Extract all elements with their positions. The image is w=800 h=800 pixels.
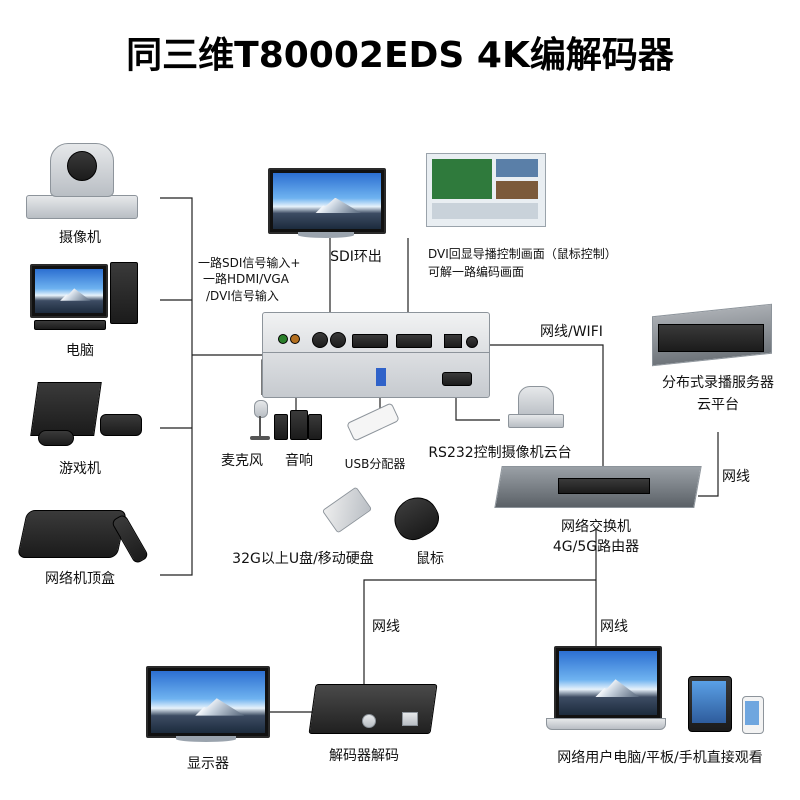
display-monitor-device xyxy=(146,666,270,744)
switch-label-line2: 4G/5G路由器 xyxy=(552,539,640,555)
ptz-camera-device xyxy=(502,384,566,434)
pc-device xyxy=(24,262,144,332)
mouse-label: 鼠标 xyxy=(416,551,444,567)
set-top-box-device xyxy=(16,500,160,565)
switch-label-line1: 网络交换机 xyxy=(561,519,631,535)
network-switch-device xyxy=(494,466,702,510)
sdi-loop-label: SDI环出 xyxy=(330,249,382,265)
display-label: 显示器 xyxy=(187,756,229,772)
game-console-label: 游戏机 xyxy=(59,461,101,477)
mouse-device xyxy=(386,489,446,547)
decoder-cable-label: 网线 xyxy=(372,619,400,635)
client-cable-label: 网线 xyxy=(600,619,628,635)
tablet-device xyxy=(688,676,734,732)
sdi-monitor-device xyxy=(268,168,388,240)
page-title: 同三维T80002EDS 4K编解码器 xyxy=(126,35,674,76)
input-bracket-line xyxy=(160,197,193,576)
usb-hub-device xyxy=(344,402,404,442)
encoder-unit xyxy=(262,312,490,398)
laptop-device xyxy=(546,646,666,738)
server-label-line1: 分布式录播服务器 xyxy=(662,375,774,391)
server-line xyxy=(698,432,719,497)
server-cable-label: 网线 xyxy=(722,469,750,485)
signal-note-line2: 一路HDMI/VGA xyxy=(203,272,289,286)
camera-device xyxy=(22,135,142,220)
microphone-device xyxy=(248,400,272,442)
signal-note-line3: /DVI信号输入 xyxy=(206,289,279,303)
usb-hub-label: USB分配器 xyxy=(344,457,406,471)
phone-device xyxy=(742,696,766,734)
decoder-line xyxy=(363,579,596,690)
signal-note-line1: 一路SDI信号输入+ xyxy=(198,256,301,270)
server-label-line2: 云平台 xyxy=(697,397,739,413)
speaker-label: 音响 xyxy=(285,453,313,469)
decoder-device xyxy=(308,684,438,736)
dvi-note-line2: 可解一路编码画面 xyxy=(428,265,525,279)
dvi-monitor-device xyxy=(426,153,548,233)
dvi-note-line1: DVI回显导播控制画面（鼠标控制） xyxy=(428,247,617,261)
game-console-device xyxy=(30,378,150,448)
microphone-label: 麦克风 xyxy=(221,453,263,469)
speaker-device xyxy=(274,410,322,440)
cable-wifi-label: 网线/WIFI xyxy=(540,324,603,340)
camera-label: 摄像机 xyxy=(59,230,101,246)
usb-disk-device xyxy=(318,486,374,536)
usb-disk-label: 32G以上U盘/移动硬盘 xyxy=(232,551,374,567)
decoder-label: 解码器解码 xyxy=(329,748,399,764)
server-device xyxy=(652,296,772,367)
clients-label: 网络用户电脑/平板/手机直接观看 xyxy=(557,750,763,766)
network-up-line xyxy=(465,344,604,470)
set-top-box-label: 网络机顶盒 xyxy=(45,571,115,587)
rs232-label: RS232控制摄像机云台 xyxy=(428,445,572,461)
pc-label: 电脑 xyxy=(66,343,94,359)
